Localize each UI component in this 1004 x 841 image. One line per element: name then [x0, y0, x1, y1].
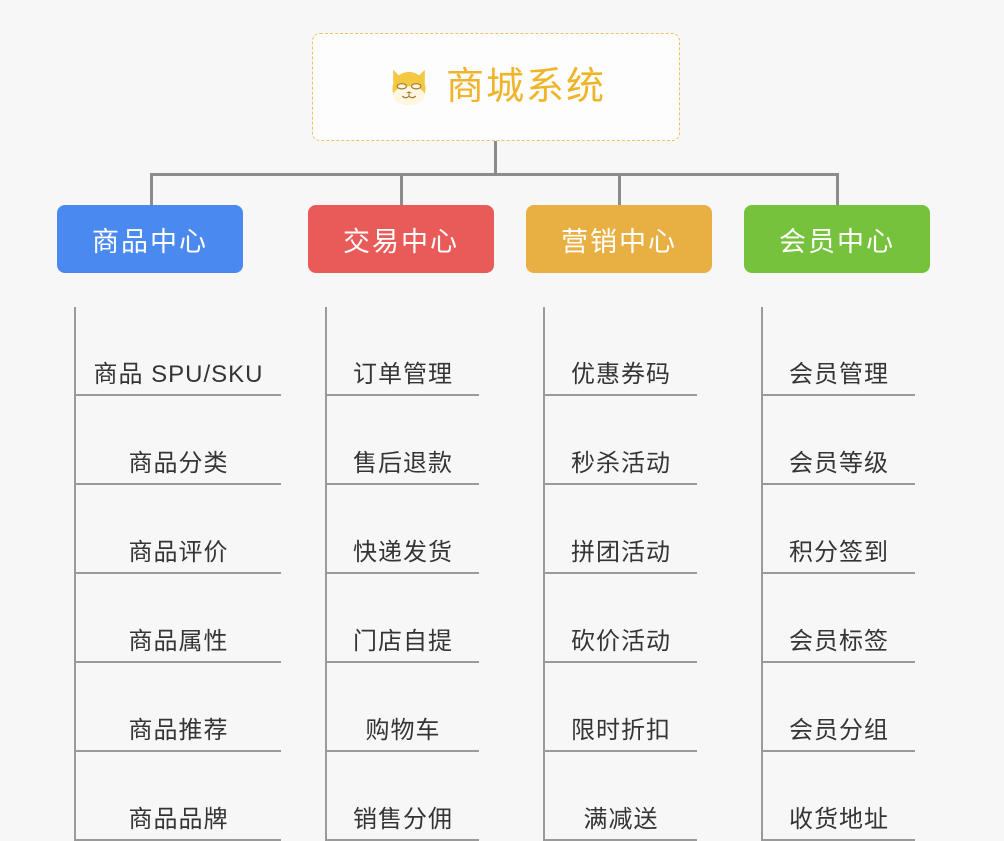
leaf-item[interactable]: 商品评价 [76, 485, 281, 574]
leaf-list-marketing-center: 优惠券码 秒杀活动 拼团活动 砍价活动 限时折扣 满减送 [543, 307, 716, 841]
leaf-item[interactable]: 秒杀活动 [545, 396, 697, 485]
branch-header-trade-center[interactable]: 交易中心 [308, 205, 494, 273]
leaf-list-trade-center: 订单管理 售后退款 快递发货 门店自提 购物车 销售分佣 [325, 307, 498, 841]
leaf-item[interactable]: 订单管理 [327, 307, 479, 396]
leaf-item[interactable]: 会员管理 [763, 307, 915, 396]
leaf-item[interactable]: 快递发货 [327, 485, 479, 574]
leaf-item[interactable]: 砍价活动 [545, 574, 697, 663]
leaf-item[interactable]: 会员分组 [763, 663, 915, 752]
leaf-item[interactable]: 商品 SPU/SKU [76, 307, 281, 396]
branch-marketing-center: 营销中心 优惠券码 秒杀活动 拼团活动 砍价活动 限时折扣 满减送 [526, 205, 716, 841]
leaf-item[interactable]: 满减送 [545, 752, 697, 841]
leaf-item[interactable]: 拼团活动 [545, 485, 697, 574]
leaf-item[interactable]: 售后退款 [327, 396, 479, 485]
connector-drop-1 [150, 173, 153, 205]
connector-root-vertical [494, 141, 497, 175]
leaf-item[interactable]: 门店自提 [327, 574, 479, 663]
connector-horizontal-bar [150, 173, 838, 176]
root-node[interactable]: 商城系统 [312, 33, 680, 141]
leaf-item[interactable]: 会员标签 [763, 574, 915, 663]
root-title: 商城系统 [445, 66, 606, 108]
leaf-list-product-center: 商品 SPU/SKU 商品分类 商品评价 商品属性 商品推荐 商品品牌 [74, 307, 281, 841]
branch-header-member-center[interactable]: 会员中心 [744, 205, 930, 273]
leaf-item[interactable]: 商品分类 [76, 396, 281, 485]
leaf-item[interactable]: 优惠券码 [545, 307, 697, 396]
leaf-item[interactable]: 会员等级 [763, 396, 915, 485]
connector-drop-2 [400, 173, 403, 205]
leaf-item[interactable]: 收货地址 [763, 752, 915, 841]
branch-trade-center: 交易中心 订单管理 售后退款 快递发货 门店自提 购物车 销售分佣 [308, 205, 498, 841]
branch-product-center: 商品中心 商品 SPU/SKU 商品分类 商品评价 商品属性 商品推荐 商品品牌 [57, 205, 281, 841]
leaf-item[interactable]: 商品推荐 [76, 663, 281, 752]
leaf-item[interactable]: 商品属性 [76, 574, 281, 663]
shiba-dog-icon [392, 69, 426, 105]
connector-drop-3 [618, 173, 621, 205]
leaf-item[interactable]: 销售分佣 [327, 752, 479, 841]
leaf-item[interactable]: 限时折扣 [545, 663, 697, 752]
leaf-item[interactable]: 购物车 [327, 663, 479, 752]
branch-header-product-center[interactable]: 商品中心 [57, 205, 243, 273]
branch-header-marketing-center[interactable]: 营销中心 [526, 205, 712, 273]
branch-member-center: 会员中心 会员管理 会员等级 积分签到 会员标签 会员分组 收货地址 [744, 205, 934, 841]
leaf-item[interactable]: 积分签到 [763, 485, 915, 574]
connector-drop-4 [836, 173, 839, 205]
leaf-item[interactable]: 商品品牌 [76, 752, 281, 841]
leaf-list-member-center: 会员管理 会员等级 积分签到 会员标签 会员分组 收货地址 [761, 307, 934, 841]
